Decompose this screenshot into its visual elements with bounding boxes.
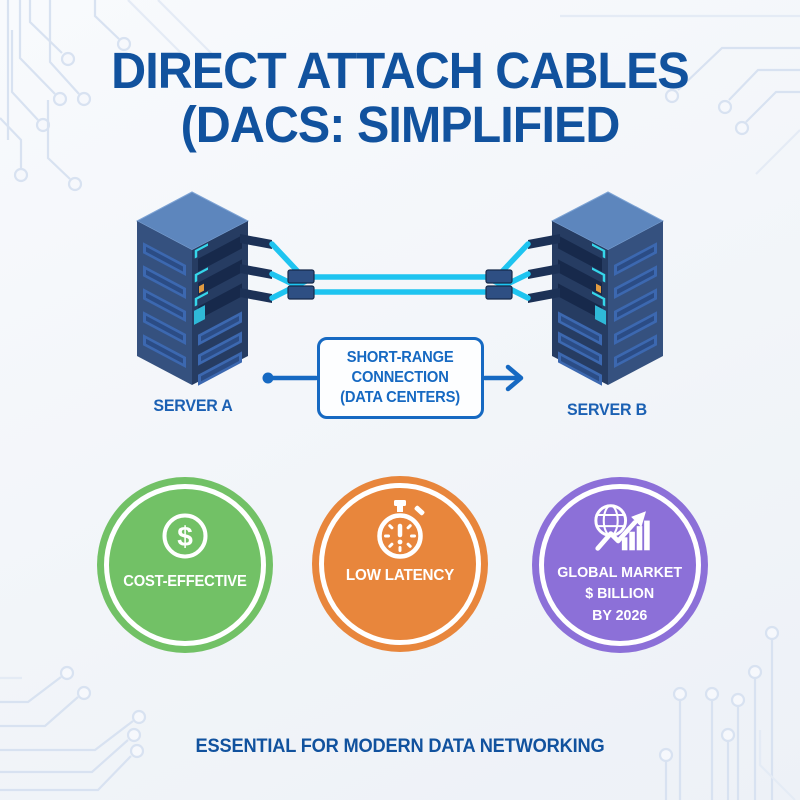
page-title-line1: DIRECT ATTACH CABLES <box>111 42 690 99</box>
stopwatch-icon <box>377 500 425 559</box>
globe-growth-icon <box>594 504 650 551</box>
server-a-illustration <box>135 190 274 390</box>
dac-transceiver-modules <box>287 269 513 300</box>
connection-arrow <box>262 364 524 392</box>
dollar-circle-icon: $ <box>162 513 208 559</box>
page-title-line2: (DACS: SIMPLIFIED <box>180 96 621 154</box>
svg-text:$: $ <box>177 521 193 552</box>
badge-cost-effective: $ COST-EFFECTIVE <box>97 477 273 653</box>
badge-global-market-label: GLOBAL MARKET $ BILLION BY 2026 <box>558 562 683 626</box>
badge-global-market-content: GLOBAL MARKET $ BILLION BY 2026 <box>532 477 708 653</box>
connection-callout-line3: (DATA CENTERS) <box>340 389 461 407</box>
server-b-illustration <box>526 190 665 390</box>
page-title: DIRECT ATTACH CABLES (DACS: SIMPLIFIED <box>20 42 780 154</box>
connection-callout-line2: CONNECTION <box>351 368 450 386</box>
connection-callout-line1: SHORT-RANGE <box>347 348 454 366</box>
badge-global-market: GLOBAL MARKET $ BILLION BY 2026 <box>532 477 708 653</box>
server-b-label: SERVER B <box>567 400 647 419</box>
badge-cost-effective-label: COST-EFFECTIVE <box>123 573 247 590</box>
badge-low-latency: LOW LATENCY <box>312 476 488 652</box>
badge-global-market-line2: $ BILLION <box>585 585 655 603</box>
badge-cost-effective-content: $ COST-EFFECTIVE <box>97 477 273 653</box>
badge-low-latency-label: LOW LATENCY <box>345 567 455 584</box>
footer-tagline: ESSENTIAL FOR MODERN DATA NETWORKING <box>195 736 605 757</box>
connection-callout: SHORT-RANGE CONNECTION (DATA CENTERS) <box>317 337 484 419</box>
badge-global-market-line1: GLOBAL MARKET <box>557 564 683 581</box>
badge-low-latency-content: LOW LATENCY <box>312 476 488 652</box>
badge-global-market-line3: BY 2026 <box>592 606 648 624</box>
server-a-label: SERVER A <box>153 396 233 415</box>
